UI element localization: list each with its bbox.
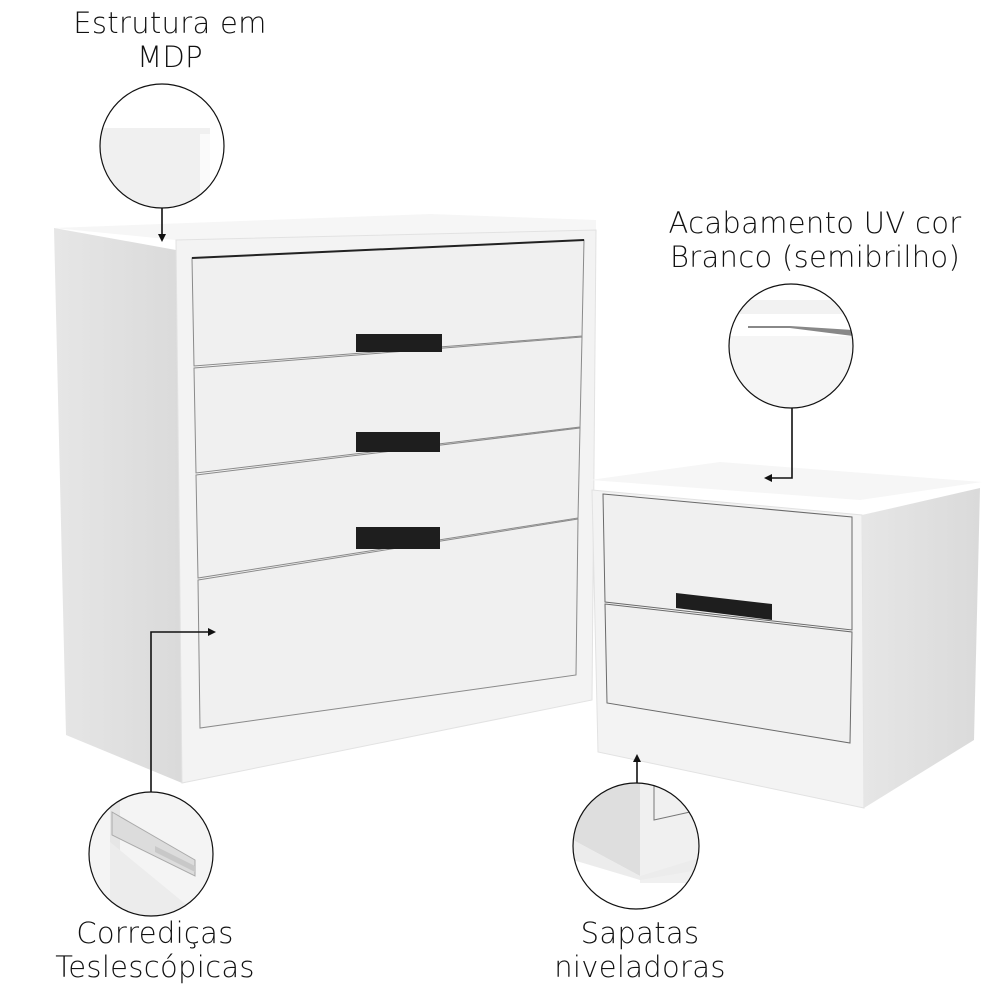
dresser-drawer-4 — [197, 518, 579, 729]
dresser-handle-1 — [356, 334, 442, 352]
callout-corredicas-magnifier — [88, 628, 216, 917]
dresser-handle-2 — [356, 432, 440, 452]
nightstand-drawer-1 — [602, 493, 853, 631]
callout-acabamento-label: Acabamento UV cor Branco (semibrilho) — [630, 206, 1000, 274]
callout-acabamento-magnifier — [728, 283, 854, 482]
arrow-corredicas — [150, 628, 216, 792]
callout-corredicas-line2: Teslescópicas — [55, 950, 255, 984]
callout-estrutura-line2: MDP — [137, 40, 203, 74]
nightstand-handle — [676, 593, 772, 620]
callout-acabamento-line2: Branco (semibrilho) — [669, 240, 961, 274]
callout-estrutura-magnifier — [99, 83, 225, 242]
callout-sapatas-line2: niveladoras — [554, 950, 726, 984]
nightstand-top — [590, 462, 982, 500]
nightstand — [590, 462, 982, 809]
dresser-drawer-3 — [195, 427, 581, 579]
callout-acabamento-line1: Acabamento UV cor — [668, 206, 962, 240]
dresser-side — [54, 228, 182, 783]
dresser — [54, 214, 597, 784]
nightstand-side — [862, 488, 980, 808]
arrow-acabamento — [764, 408, 793, 482]
dresser-handle-3 — [356, 527, 440, 549]
callout-corredicas-label: Corrediças Teslescópicas — [20, 916, 290, 984]
callout-corredicas-line1: Corrediças — [76, 916, 234, 950]
callout-estrutura-label: Estrutura em MDP — [40, 6, 300, 74]
dresser-drawer-2 — [193, 336, 583, 474]
callout-estrutura-line1: Estrutura em — [73, 6, 267, 40]
nightstand-drawer-2 — [604, 603, 853, 744]
callout-sapatas-line1: Sapatas — [580, 916, 700, 950]
callout-sapatas-magnifier — [572, 754, 700, 910]
callout-sapatas-label: Sapatas niveladoras — [530, 916, 750, 984]
